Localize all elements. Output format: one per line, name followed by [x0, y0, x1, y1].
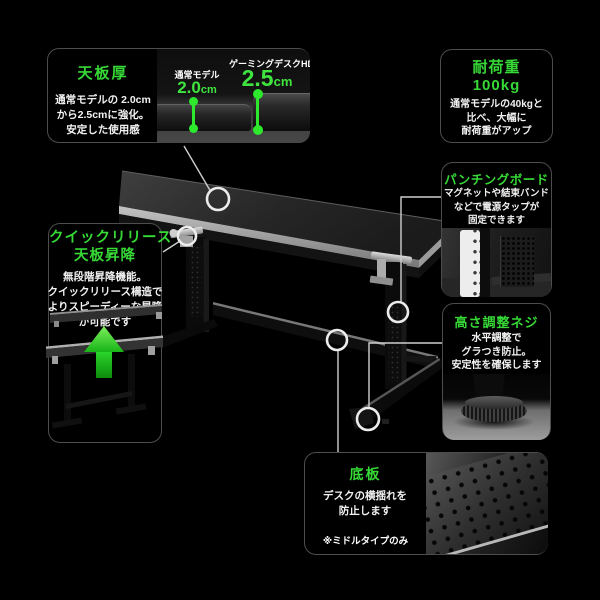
- thickness-body-line: 安定した使用感: [66, 124, 140, 136]
- thickness-comparison-photo: 通常モデル 2.0cm ゲーミングデスクHD 2.5cm: [157, 49, 310, 143]
- measure-marker-normal: [192, 101, 195, 128]
- load-body: 通常モデルの40kgと 比べ、大幅に 耐荷重がアップ: [450, 98, 543, 139]
- callout-punching-board: パンチングボード マグネットや結束バンド などで電源タップが 固定できます: [441, 162, 552, 297]
- punching-body-line: などで電源タップが: [453, 201, 540, 213]
- bottom-plate-body: デスクの横揺れを 防止します: [323, 489, 407, 519]
- callout-height-adjust: 高さ調整ネジ 水平調整で グラつき防止。 安定性を確保します: [442, 303, 551, 440]
- power-strip: [460, 230, 480, 297]
- adjuster-foot-top: [465, 396, 523, 409]
- quick-release-title: クイックリリース 天板昇降: [49, 230, 173, 265]
- quick-body-line: 無段階昇降機能。: [62, 271, 147, 283]
- perforated-plate: [426, 453, 548, 554]
- thickness-body-line: 通常モデルの 2.0cm: [55, 94, 151, 106]
- height-body: 水平調整で グラつき防止。 安定性を確保します: [452, 332, 542, 373]
- load-value: 100kg: [472, 77, 521, 94]
- quick-title-line: 天板昇降: [74, 247, 136, 264]
- thickness-title: 天板厚: [77, 65, 129, 82]
- perforated-panel: [500, 236, 534, 287]
- load-title: 耐荷重 100kg: [441, 59, 552, 95]
- quick-title-line: クイックリリース: [49, 230, 173, 246]
- punching-body-line: マグネットや結束バンド: [444, 188, 549, 199]
- normal-model-value: 2.0cm: [177, 78, 217, 97]
- desk-tabletop: [119, 171, 457, 260]
- measure-dot: [252, 125, 263, 135]
- hd-model-label: ゲーミングデスクHD: [229, 59, 310, 69]
- desk-left-foot: [149, 319, 218, 350]
- measure-marker-hd: [256, 94, 260, 129]
- punching-body-line: 固定できます: [467, 215, 526, 226]
- thickness-body-line: から2.5cmに強化。: [56, 109, 150, 121]
- bottom-plate-title: 底板: [349, 466, 382, 482]
- callout-load-capacity: 耐荷重 100kg 通常モデルの40kgと 比べ、大幅に 耐荷重がアップ: [440, 49, 553, 143]
- height-body-line: 安定性を確保します: [451, 360, 542, 371]
- measure-dot: [189, 97, 198, 106]
- height-body-line: 水平調整で: [471, 333, 522, 344]
- quick-release-body: 無段階昇降機能。 クイックリリース構造で よりスピーディーな昇降 が可能です: [48, 270, 163, 330]
- mini-desk-upper-slab: [50, 306, 162, 323]
- bottom-plate-note: ※ミドルタイプのみ: [322, 536, 409, 547]
- bottom-body-line: 防止します: [338, 505, 392, 517]
- quick-release-photo: [46, 304, 163, 429]
- board-normal-model: [157, 104, 251, 131]
- board-hd-model: [253, 93, 310, 131]
- measure-dot: [189, 124, 198, 133]
- callout-thickness: 天板厚 通常モデルの 2.0cm から2.5cmに強化。 安定した使用感 通常モ…: [47, 48, 310, 143]
- load-body-line: 通常モデルの40kgと: [450, 99, 543, 110]
- up-arrow-icon: [84, 326, 124, 378]
- hd-model-value: 2.5cm: [241, 65, 293, 91]
- load-body-line: 耐荷重がアップ: [461, 126, 532, 137]
- punching-body: マグネットや結束バンド などで電源タップが 固定できます: [444, 187, 549, 228]
- normal-model-label: 通常モデル: [174, 70, 220, 80]
- height-title: 高さ調整ネジ: [454, 315, 539, 330]
- height-adjust-photo: [443, 374, 550, 440]
- punching-board-photo: [442, 228, 551, 297]
- height-body-line: グラつき防止。: [461, 346, 532, 358]
- bottom-body-line: デスクの横揺れを: [323, 490, 407, 502]
- thickness-body: 通常モデルの 2.0cm から2.5cmに強化。 安定した使用感: [55, 93, 151, 138]
- load-body-line: 比べ、大幅に: [466, 112, 527, 124]
- quick-body-line: クイックリリース構造で: [47, 286, 163, 298]
- measure-dot: [252, 89, 263, 99]
- leg-rail: [480, 228, 490, 297]
- callout-bottom-plate: 底板 デスクの横揺れを 防止します ※ミドルタイプのみ: [304, 452, 548, 555]
- punching-title: パンチングボード: [444, 173, 549, 187]
- load-title-line: 耐荷重: [472, 59, 521, 76]
- bottom-plate-photo: [426, 453, 548, 554]
